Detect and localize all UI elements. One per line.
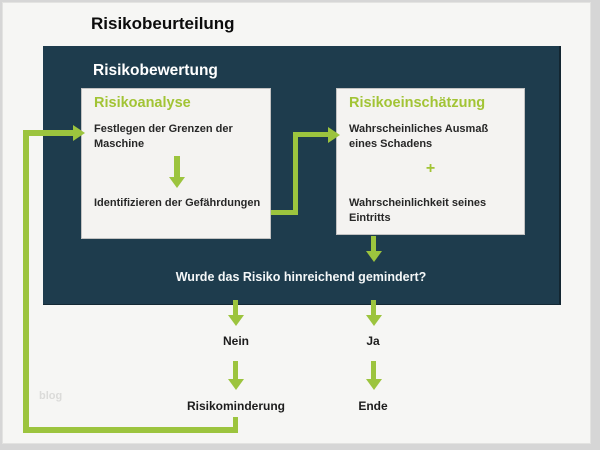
risk-estimation-box: Risikoeinschätzung Wahrscheinliches Ausm… [336,88,525,235]
nein-label: Nein [222,334,249,348]
risk-analysis-step2: Identifizieren der Gefährdungen [94,197,261,209]
risk-question: Wurde das Risiko hinreichend gemindert? [175,270,427,284]
panel-title: Risikobewertung [93,62,218,79]
risk-analysis-title: Risikoanalyse [94,95,191,111]
page-background: Risikobeurteilung Risikobewertung Risiko… [2,2,591,444]
risk-estimation-item1: Wahrscheinliches Ausmaß eines Schadens [349,123,489,150]
plus-icon: + [425,160,436,177]
watermark-text: blog [39,390,63,402]
risk-evaluation-panel: Risikobewertung Risikoanalyse Festlegen … [43,46,561,305]
ende-label: Ende [358,399,388,413]
risikominderung-label: Risikominderung [186,399,285,413]
risk-analysis-box: Risikoanalyse Festlegen der Grenzen der … [81,88,271,239]
risk-analysis-step1: Festlegen der Grenzen der Maschine [94,123,233,150]
ja-label: Ja [366,334,380,348]
risk-estimation-item2: Wahrscheinlichkeit seines Eintritts [349,197,487,224]
risk-estimation-title: Risikoeinschätzung [349,95,486,111]
page-title: Risikobeurteilung [91,14,235,33]
